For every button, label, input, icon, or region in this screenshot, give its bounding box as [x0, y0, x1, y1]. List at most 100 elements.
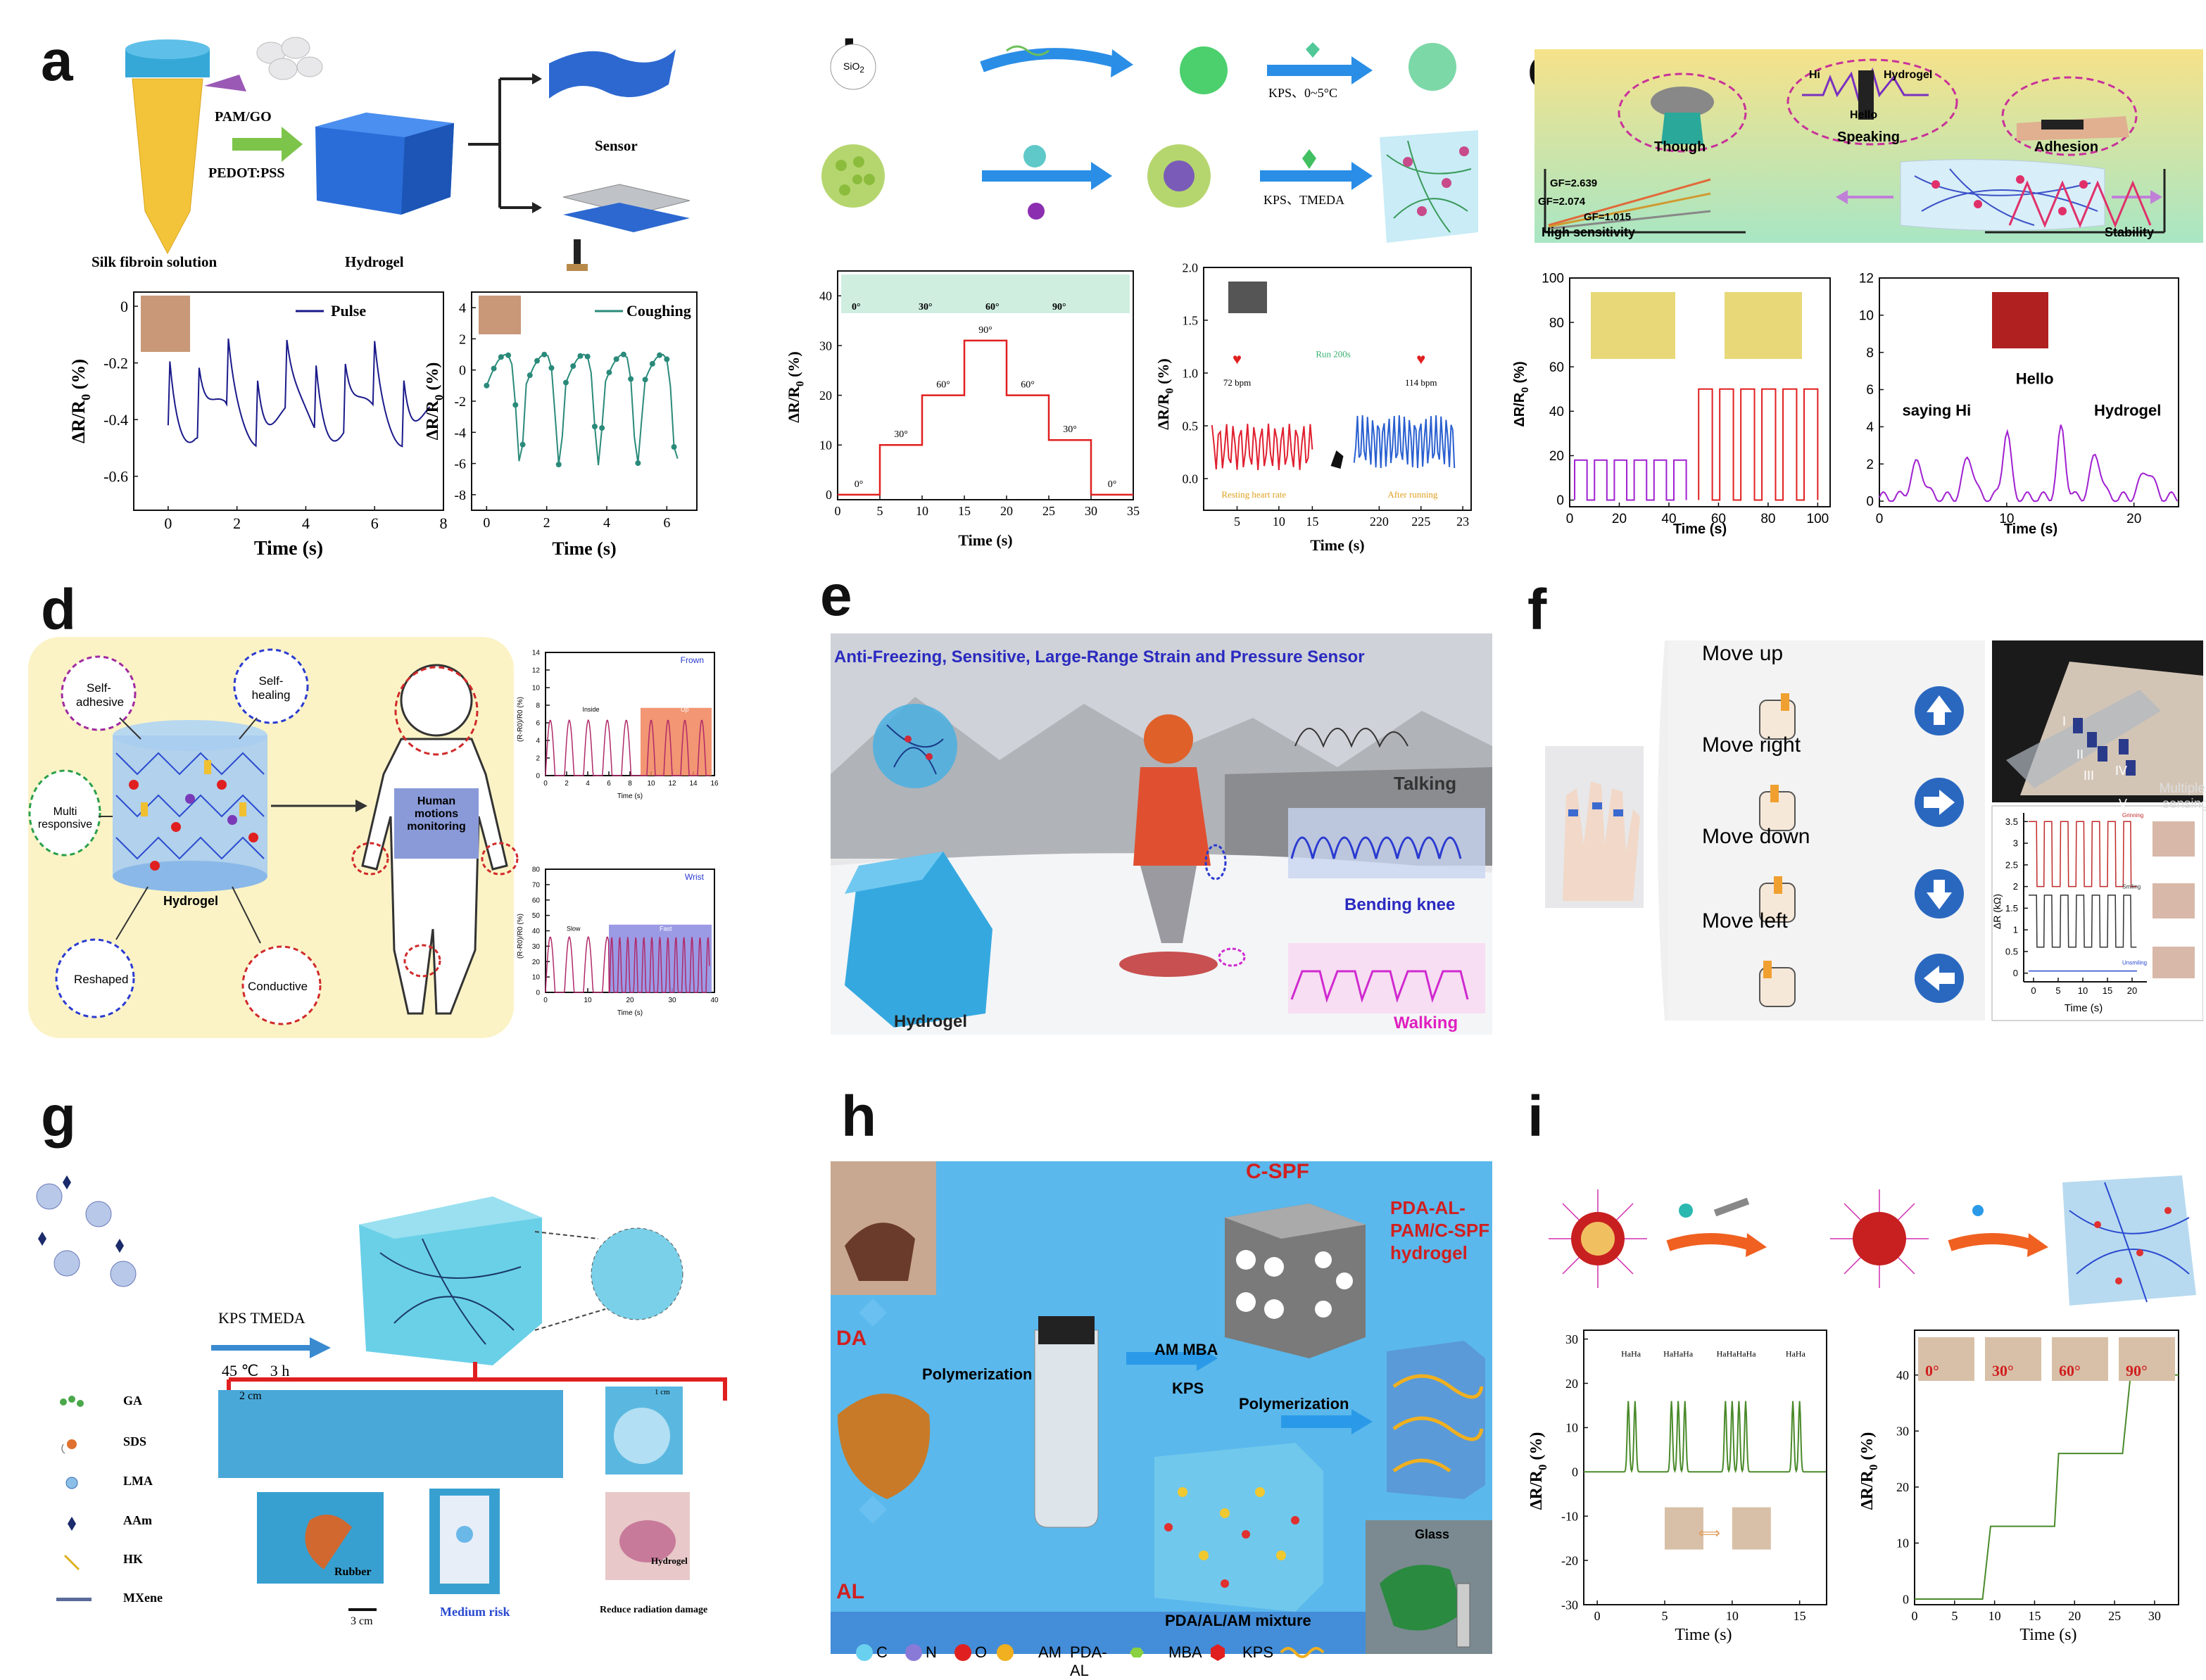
- cough-point: [599, 425, 605, 431]
- bending-series: [838, 339, 1133, 496]
- plot-frame: [837, 270, 1134, 500]
- x-tick-label: 30: [2148, 1609, 2161, 1623]
- series-label: Grinning: [2122, 812, 2143, 819]
- plot-frame: [1914, 1330, 2179, 1605]
- h-legend-c: C: [876, 1643, 888, 1661]
- x-tick-label: 10: [916, 504, 928, 518]
- plot-frame: [1879, 277, 2179, 507]
- x-tick-label: 225: [1411, 514, 1430, 529]
- x-tick-label: 220: [1370, 514, 1389, 529]
- g-scale1: 2 cm: [239, 1390, 262, 1402]
- finger-photo-2: [1725, 292, 1802, 359]
- y-tick-label: 10: [1896, 1536, 1909, 1550]
- x-axis-label: Time (s): [617, 792, 643, 800]
- x-tick-label: 10: [1273, 514, 1285, 529]
- photo-label: 0°: [852, 302, 861, 312]
- series-label: Smiling: [2122, 884, 2141, 890]
- h-title: PDA-AL-PAM/C-SPF hydrogel: [1390, 1197, 1490, 1263]
- highlight-region: [641, 707, 712, 776]
- b-sio2: SiO2: [843, 61, 864, 75]
- g-scale2: 1 cm: [655, 1388, 670, 1396]
- cough-point: [570, 363, 576, 370]
- b-kps2: KPS、TMEDA: [1263, 193, 1345, 207]
- arm-photo: [1918, 1337, 1974, 1381]
- panel-a-scheme: [125, 37, 691, 271]
- heart-icon: ♥: [1416, 350, 1425, 368]
- x-tick-label: 5: [1951, 1609, 1958, 1623]
- inside-label: Inside: [583, 706, 600, 713]
- x-tick-label: 40: [710, 997, 719, 1004]
- panel-g-scene: [36, 1175, 727, 1611]
- step-label: 0°: [1108, 479, 1117, 490]
- x-tick-label: 0: [2031, 985, 2036, 996]
- x-tick-label: 5: [1234, 514, 1240, 529]
- x-tick-label: 5: [1662, 1609, 1668, 1623]
- g-legend-hk: HK: [123, 1552, 144, 1566]
- x-tick-label: 0: [1594, 1609, 1601, 1623]
- y-tick-label: 0: [1556, 493, 1564, 508]
- panel-h: h C-SPF PDA-AL-PAM/C-SPF hydrogel DA AL …: [774, 1070, 1492, 1679]
- y-axis-label: ΔR/R0 (%): [68, 359, 93, 443]
- c-sens: High sensitivity: [1542, 225, 1636, 239]
- plot-frame: [133, 291, 444, 511]
- face-photo: [2153, 947, 2195, 978]
- x-tick-label: 4: [302, 514, 310, 532]
- y-tick-label: 80: [1549, 316, 1564, 331]
- chart-tag: Frown: [681, 655, 704, 665]
- x-tick-label: 5: [2055, 985, 2060, 996]
- neck-photo: [1992, 292, 2048, 348]
- y-tick-label: 4: [536, 738, 540, 745]
- x-tick-label: 2: [233, 514, 241, 532]
- x-axis-label: Time (s): [1310, 536, 1364, 554]
- y-tick-label: -0.4: [103, 411, 128, 429]
- y-axis-label: ΔR/R0 (%): [1154, 358, 1176, 430]
- x-tick-label: 0: [543, 780, 548, 788]
- h-glass: Glass: [1415, 1527, 1450, 1541]
- word-hello: Hello: [2016, 370, 2054, 388]
- angle-label: 60°: [2059, 1362, 2081, 1379]
- h-legend-am: AM: [1038, 1643, 1061, 1661]
- y-tick-label: -2: [454, 394, 466, 410]
- panel-label-f: f: [1527, 578, 1547, 642]
- x-tick-label: 20: [2126, 512, 2141, 526]
- x-tick-label: 35: [1127, 504, 1140, 518]
- c-though: Though: [1654, 139, 1706, 155]
- cough-point: [534, 358, 541, 364]
- chart-tag: Wrist: [685, 872, 705, 882]
- y-tick-label: -6: [454, 457, 466, 472]
- x-axis-label: Time (s): [617, 1009, 643, 1017]
- x-tick-label: 15: [1306, 514, 1318, 529]
- y-tick-label: -0.2: [103, 354, 128, 372]
- a-label-pamgo: PAM/GO: [215, 109, 272, 125]
- panel-g: g KPS TMEDA 45 ℃ 3 h 2 cm 1 cm 3 cm Rubb…: [0, 1070, 746, 1668]
- cough-point: [541, 351, 548, 358]
- c-gf3: GF=1.015: [1584, 211, 1632, 223]
- x-tick-label: 10: [1999, 512, 2014, 526]
- x-axis-label: Time (s): [2065, 1002, 2103, 1014]
- panel-label-d: d: [41, 578, 77, 642]
- ha-label: HaHa: [1786, 1349, 1806, 1359]
- x-axis-label: Time (s): [958, 531, 1012, 549]
- b-sio2-sub: 2: [859, 65, 864, 75]
- angle-label: 0°: [1925, 1362, 1939, 1379]
- x-tick-label: 10: [2078, 985, 2088, 996]
- x-tick-label: 15: [958, 504, 971, 518]
- cough-point: [620, 351, 626, 358]
- cough-point: [591, 424, 598, 430]
- y-tick-label: 0: [826, 488, 832, 502]
- x-axis-label: Time (s): [2019, 1626, 2076, 1644]
- y-tick-label: -10: [1561, 1509, 1578, 1523]
- x-tick-label: 60: [1711, 512, 1726, 526]
- cough-point: [555, 462, 562, 468]
- up-label: Up: [681, 706, 689, 713]
- elbow-series: [1915, 1374, 2179, 1600]
- x-tick-label: 20: [2068, 1609, 2081, 1623]
- y-tick-label: -30: [1561, 1598, 1578, 1612]
- e-hydrogel: Hydrogel: [894, 1012, 968, 1031]
- runner-icon: [1330, 450, 1344, 469]
- a-label-silk: Silk fibroin solution: [92, 253, 218, 270]
- y-tick-label: 10: [1565, 1421, 1578, 1435]
